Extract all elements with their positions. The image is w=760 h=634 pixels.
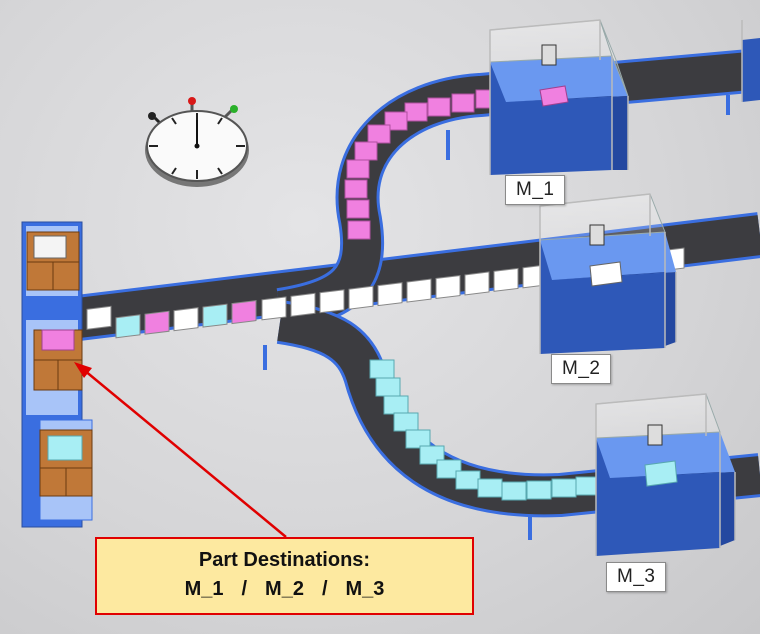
pallet-rack (21, 221, 93, 528)
machine-m1 (489, 19, 629, 175)
callout-separator: / (241, 578, 248, 600)
machine-label-m3: M_3 (606, 562, 667, 592)
machine-label-m1: M_1 (505, 175, 566, 205)
machine-label-m2: M_2 (551, 354, 612, 384)
pallet-1 (26, 231, 80, 291)
part-destinations-callout: Part Destinations: M_1 / M_2 / M_3 (95, 537, 474, 615)
callout-separator: / (321, 578, 328, 600)
callout-destination-m1: M_1 (184, 578, 224, 600)
main-conveyor-parts (86, 247, 685, 339)
callout-destinations: M_1 / M_2 / M_3 (97, 578, 472, 601)
lower-branch-parts (369, 359, 601, 501)
red-arrow-icon (74, 362, 287, 538)
callout-destination-m2: M_2 (265, 578, 304, 600)
callout-destination-m3: M_3 (345, 578, 385, 600)
stopwatch-icon (145, 97, 249, 187)
machine-partial (741, 20, 760, 102)
pallet-2 (33, 329, 83, 391)
machine-m2 (539, 193, 677, 354)
machine-m3 (595, 393, 736, 556)
pallet-3 (39, 429, 93, 497)
callout-title: Part Destinations: (198, 549, 371, 571)
upper-branch-parts (344, 89, 499, 240)
